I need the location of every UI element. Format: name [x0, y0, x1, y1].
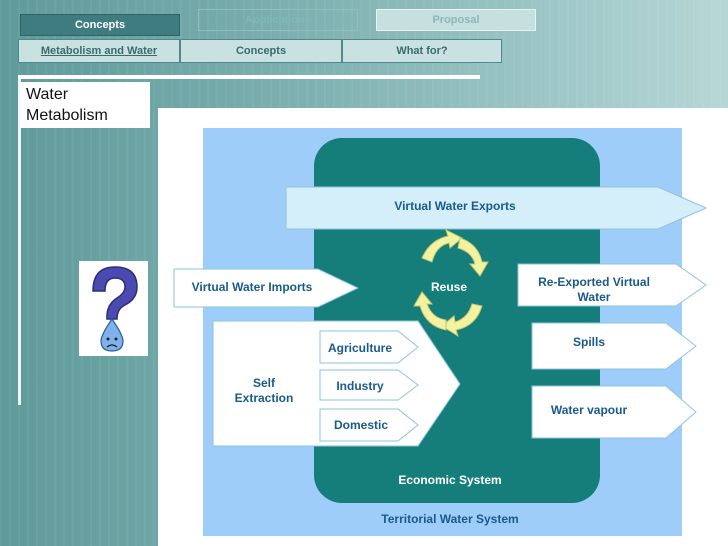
tab-proposal[interactable]: Proposal — [376, 9, 536, 31]
territorial-water-system-label: Territorial Water System — [381, 512, 519, 526]
industry-arrow — [319, 369, 419, 401]
re-exported-virtual-water-label: Re-Exported Virtual Water — [538, 275, 650, 304]
spills-label: Spills — [572, 335, 605, 349]
industry-label: Industry — [336, 379, 384, 393]
divider-line — [18, 75, 480, 79]
subtab-what-for[interactable]: What for? — [342, 39, 502, 63]
tab-concepts[interactable]: Concepts — [20, 14, 180, 36]
tab-applications[interactable]: Applications — [198, 9, 358, 31]
reuse-cycle-icon — [413, 229, 489, 338]
water-vapour-label: Water vapour — [550, 403, 628, 417]
reuse-label: Reuse — [430, 280, 468, 294]
question-icon-frame — [79, 261, 148, 356]
spills-arrow — [531, 322, 697, 370]
agriculture-arrow — [319, 330, 419, 364]
question-mark-icon — [92, 266, 138, 352]
water-vapour-arrow — [531, 385, 697, 439]
left-rule — [18, 75, 21, 405]
virtual-water-imports-arrow — [173, 268, 360, 308]
domestic-label: Domestic — [333, 418, 389, 432]
subtab-metabolism-and-water[interactable]: Metabolism and Water — [18, 39, 180, 63]
sad-water-drop-icon — [100, 317, 124, 352]
self-extraction-label: Self Extraction — [234, 376, 294, 405]
slide-label: Water Metabolism — [20, 82, 150, 128]
re-exported-virtual-water-arrow — [517, 263, 707, 307]
subtab-concepts[interactable]: Concepts — [180, 39, 342, 63]
agriculture-label: Agriculture — [327, 341, 392, 355]
virtual-water-exports-arrow — [285, 186, 708, 230]
virtual-water-imports-label: Virtual Water Imports — [191, 280, 313, 294]
domestic-arrow — [319, 408, 419, 442]
economic-system-label: Economic System — [398, 473, 502, 487]
virtual-water-exports-label: Virtual Water Exports — [394, 199, 516, 213]
